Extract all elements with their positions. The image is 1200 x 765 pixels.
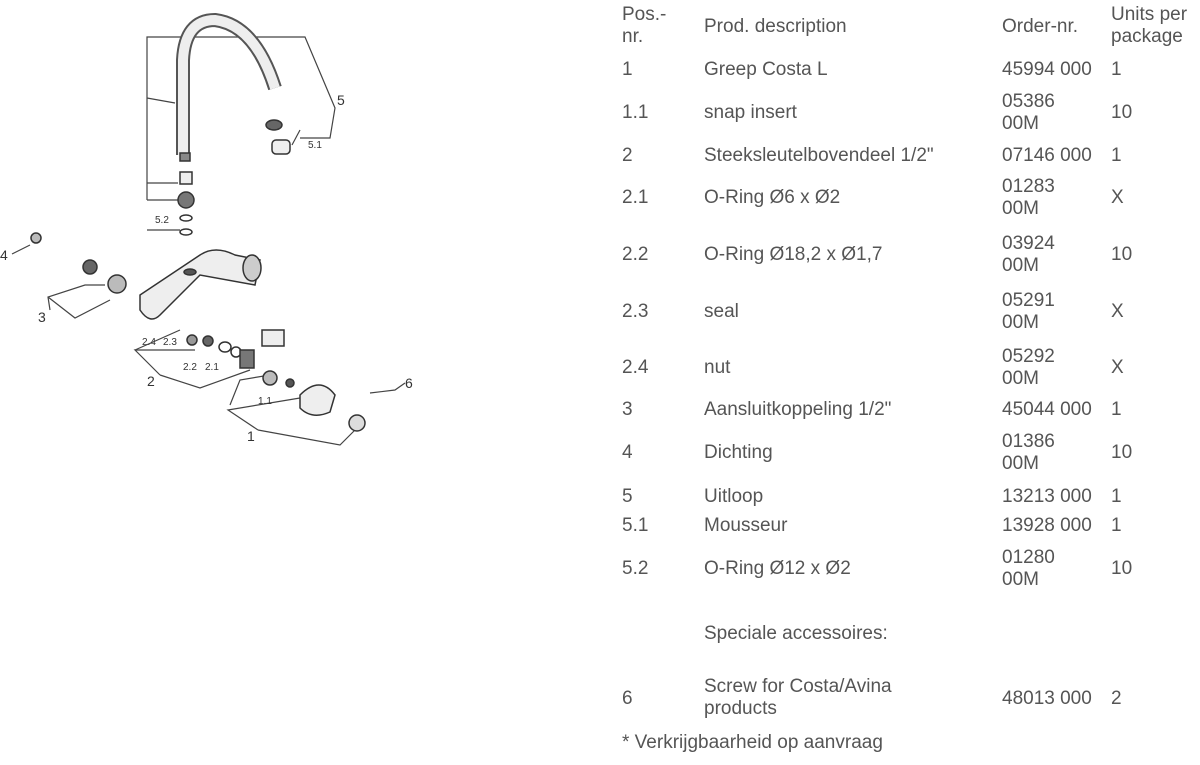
pos-cell: 5.2 bbox=[622, 558, 649, 579]
units-cell: 1 bbox=[1111, 145, 1122, 166]
description-cell: snap insert bbox=[704, 102, 797, 123]
description-cell: Dichting bbox=[704, 442, 773, 463]
description-cell: Mousseur bbox=[704, 515, 788, 536]
pos-cell: 3 bbox=[622, 399, 633, 420]
pos-cell: 1.1 bbox=[622, 102, 649, 123]
label-5-1: 5.1 bbox=[308, 140, 322, 151]
pos-cell: 2.3 bbox=[622, 301, 649, 322]
header-description: Prod. description bbox=[704, 16, 847, 37]
header-order: Order-nr. bbox=[1002, 16, 1079, 37]
units-cell: 10 bbox=[1111, 102, 1133, 123]
units-cell: 10 bbox=[1111, 442, 1133, 463]
pos-cell: 2.1 bbox=[622, 187, 649, 208]
description-cell: O-Ring Ø12 x Ø2 bbox=[704, 558, 851, 579]
label-2: 2 bbox=[147, 373, 155, 389]
description-cell: nut bbox=[704, 357, 731, 378]
label-2-2: 2.2 bbox=[183, 362, 197, 373]
label-6: 6 bbox=[405, 375, 413, 391]
label-2-4: 2.4 bbox=[142, 337, 156, 348]
header-pos: Pos.-nr. bbox=[622, 4, 667, 47]
exploded-parts-diagram: 5 5.1 5.2 4 3 2 2.4 2.3 2.2 2.1 1 1.1 6 bbox=[0, 12, 413, 446]
label-5-2: 5.2 bbox=[155, 215, 169, 226]
description-cell: O-Ring Ø6 x Ø2 bbox=[704, 187, 841, 208]
units-cell: 1 bbox=[1111, 399, 1122, 420]
pos-cell: 4 bbox=[622, 442, 633, 463]
units-cell: 1 bbox=[1111, 486, 1122, 507]
label-2-3: 2.3 bbox=[163, 337, 177, 348]
label-5: 5 bbox=[337, 92, 345, 108]
pos-cell: 5.1 bbox=[622, 515, 649, 536]
label-1: 1 bbox=[247, 428, 255, 444]
pos-cell: 2.4 bbox=[622, 357, 649, 378]
units-cell: 1 bbox=[1111, 59, 1122, 80]
faucet-parts bbox=[30, 12, 366, 432]
units-cell: X bbox=[1111, 187, 1124, 208]
footnote: * Verkrijgbaarheid op aanvraag bbox=[622, 732, 883, 753]
units-cell: 10 bbox=[1111, 558, 1133, 579]
diagram-labels: 5 5.1 5.2 4 3 2 2.4 2.3 2.2 2.1 1 1.1 6 bbox=[0, 92, 413, 444]
units-cell: 1 bbox=[1111, 515, 1122, 536]
description-cell: Uitloop bbox=[704, 486, 764, 507]
pos-cell: 6 bbox=[622, 688, 633, 709]
order-cell: 45044 000 bbox=[1002, 399, 1092, 420]
label-1-1: 1.1 bbox=[258, 396, 272, 407]
pos-cell: 5 bbox=[622, 486, 633, 507]
order-cell: 45994 000 bbox=[1002, 59, 1092, 80]
description-cell: Steeksleutelbovendeel 1/2" bbox=[704, 145, 934, 166]
units-cell: 2 bbox=[1111, 688, 1122, 709]
order-cell: 07146 000 bbox=[1002, 145, 1092, 166]
description-cell: seal bbox=[704, 301, 739, 322]
description-cell: O-Ring Ø18,2 x Ø1,7 bbox=[704, 244, 883, 265]
description-cell: Aansluitkoppeling 1/2" bbox=[704, 399, 892, 420]
pos-cell: 1 bbox=[622, 59, 633, 80]
label-3: 3 bbox=[38, 309, 46, 325]
description-cell: Greep Costa L bbox=[704, 59, 828, 80]
section-heading: Speciale accessoires: bbox=[704, 623, 888, 644]
pos-cell: 2 bbox=[622, 145, 633, 166]
leader-lines bbox=[11, 36, 406, 446]
label-2-1: 2.1 bbox=[205, 362, 219, 373]
order-cell: 13928 000 bbox=[1002, 515, 1092, 536]
label-4: 4 bbox=[0, 247, 8, 263]
order-cell: 48013 000 bbox=[1002, 688, 1092, 709]
pos-cell: 2.2 bbox=[622, 244, 649, 265]
order-cell: 13213 000 bbox=[1002, 486, 1092, 507]
units-cell: X bbox=[1111, 301, 1124, 322]
units-cell: X bbox=[1111, 357, 1124, 378]
units-cell: 10 bbox=[1111, 244, 1133, 265]
